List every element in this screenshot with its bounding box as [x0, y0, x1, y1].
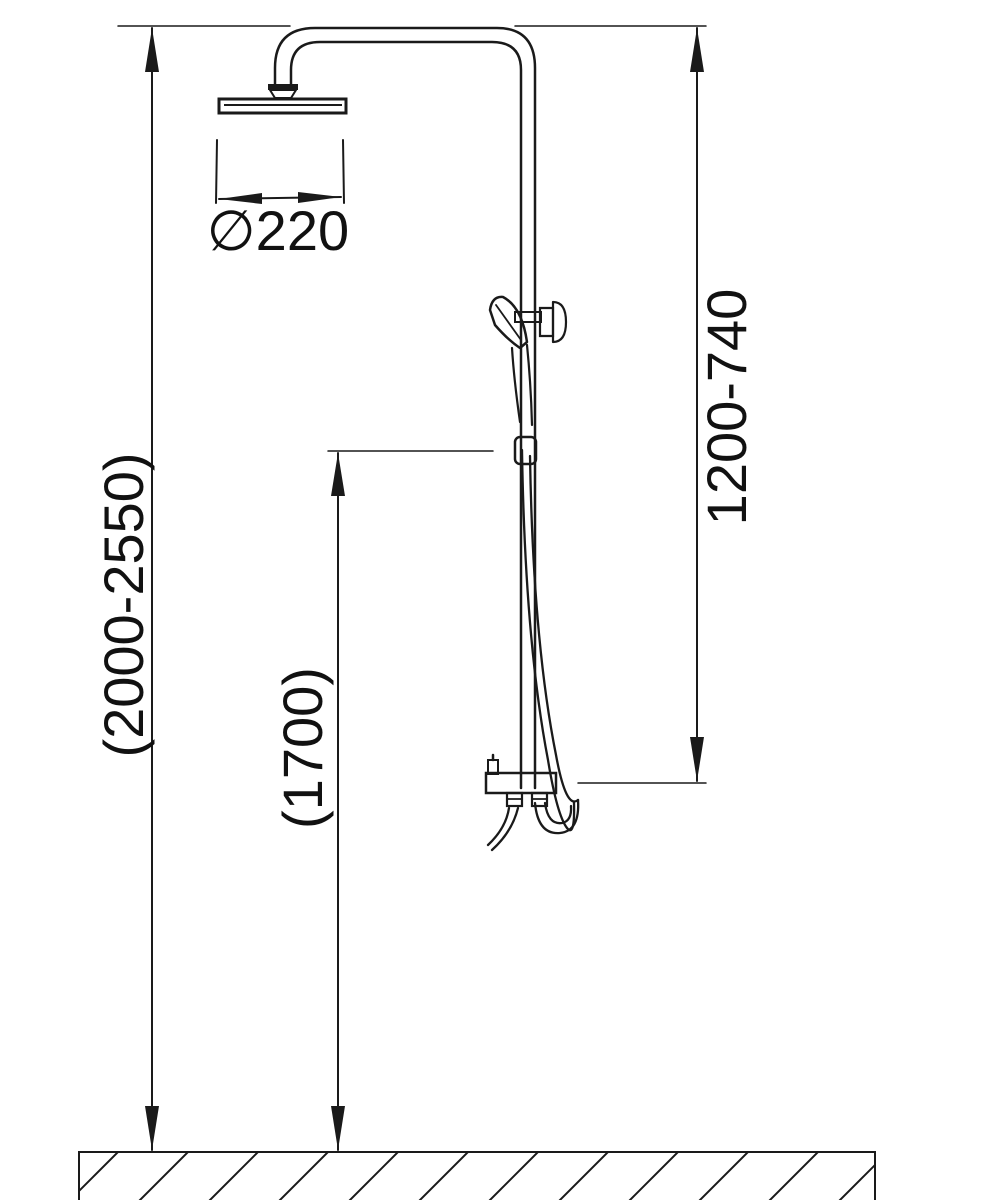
arrow-down-icon	[145, 1106, 159, 1150]
riser-length-dimension: 1200-740	[514, 25, 758, 784]
arrow-down-icon	[690, 737, 704, 781]
head-diameter-label: ∅220	[207, 199, 349, 262]
shower-head	[215, 26, 537, 790]
mixer-valve	[484, 753, 558, 852]
floor-hatching	[79, 1152, 875, 1200]
arrow-right-icon	[298, 192, 341, 203]
mixer-height-label: (1700)	[271, 667, 334, 829]
arrow-up-icon	[690, 28, 704, 72]
mixer-height-dimension: (1700)	[271, 450, 494, 1151]
arrow-left-icon	[219, 193, 262, 204]
total-height-dimension: (2000-2550)	[92, 25, 291, 1151]
total-height-label: (2000-2550)	[92, 452, 155, 757]
arrow-down-icon	[331, 1106, 345, 1150]
riser-length-label: 1200-740	[695, 289, 758, 526]
floor	[78, 1151, 876, 1200]
arrow-up-icon	[331, 453, 345, 496]
hand-shower	[488, 295, 580, 835]
arrow-up-icon	[145, 28, 159, 72]
